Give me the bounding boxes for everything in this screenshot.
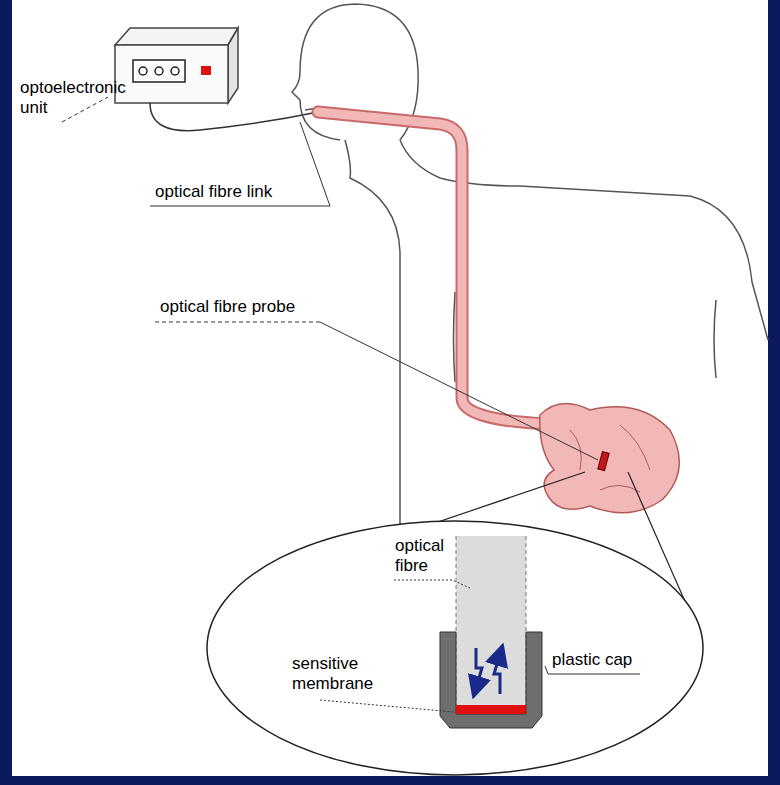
zoom-ellipse xyxy=(207,521,703,775)
stomach xyxy=(540,404,680,513)
leader-line xyxy=(394,580,470,588)
optoelectronic-unit xyxy=(115,28,238,103)
person-outline xyxy=(292,4,768,525)
part-label: sensitive membrane xyxy=(292,654,384,694)
leader-line xyxy=(320,700,454,712)
part-label: plastic cap xyxy=(552,650,632,670)
part-label: optical fibre xyxy=(395,536,457,576)
part-label: optoelectronic unit xyxy=(20,78,145,118)
esophagus-fill xyxy=(318,112,548,424)
probe-detail xyxy=(440,536,542,728)
probe-tip xyxy=(598,452,609,471)
leader-line xyxy=(545,666,548,674)
leader-line xyxy=(150,122,330,206)
leader-line xyxy=(62,97,108,122)
part-label: optical fibre link xyxy=(155,182,272,202)
esophagus xyxy=(318,112,548,424)
leader-line xyxy=(155,322,320,323)
leader-line xyxy=(320,322,598,460)
leader-line xyxy=(548,674,640,675)
part-label: optical fibre probe xyxy=(160,297,295,317)
fibre-cable xyxy=(150,103,318,131)
stomach-folds xyxy=(570,425,650,492)
